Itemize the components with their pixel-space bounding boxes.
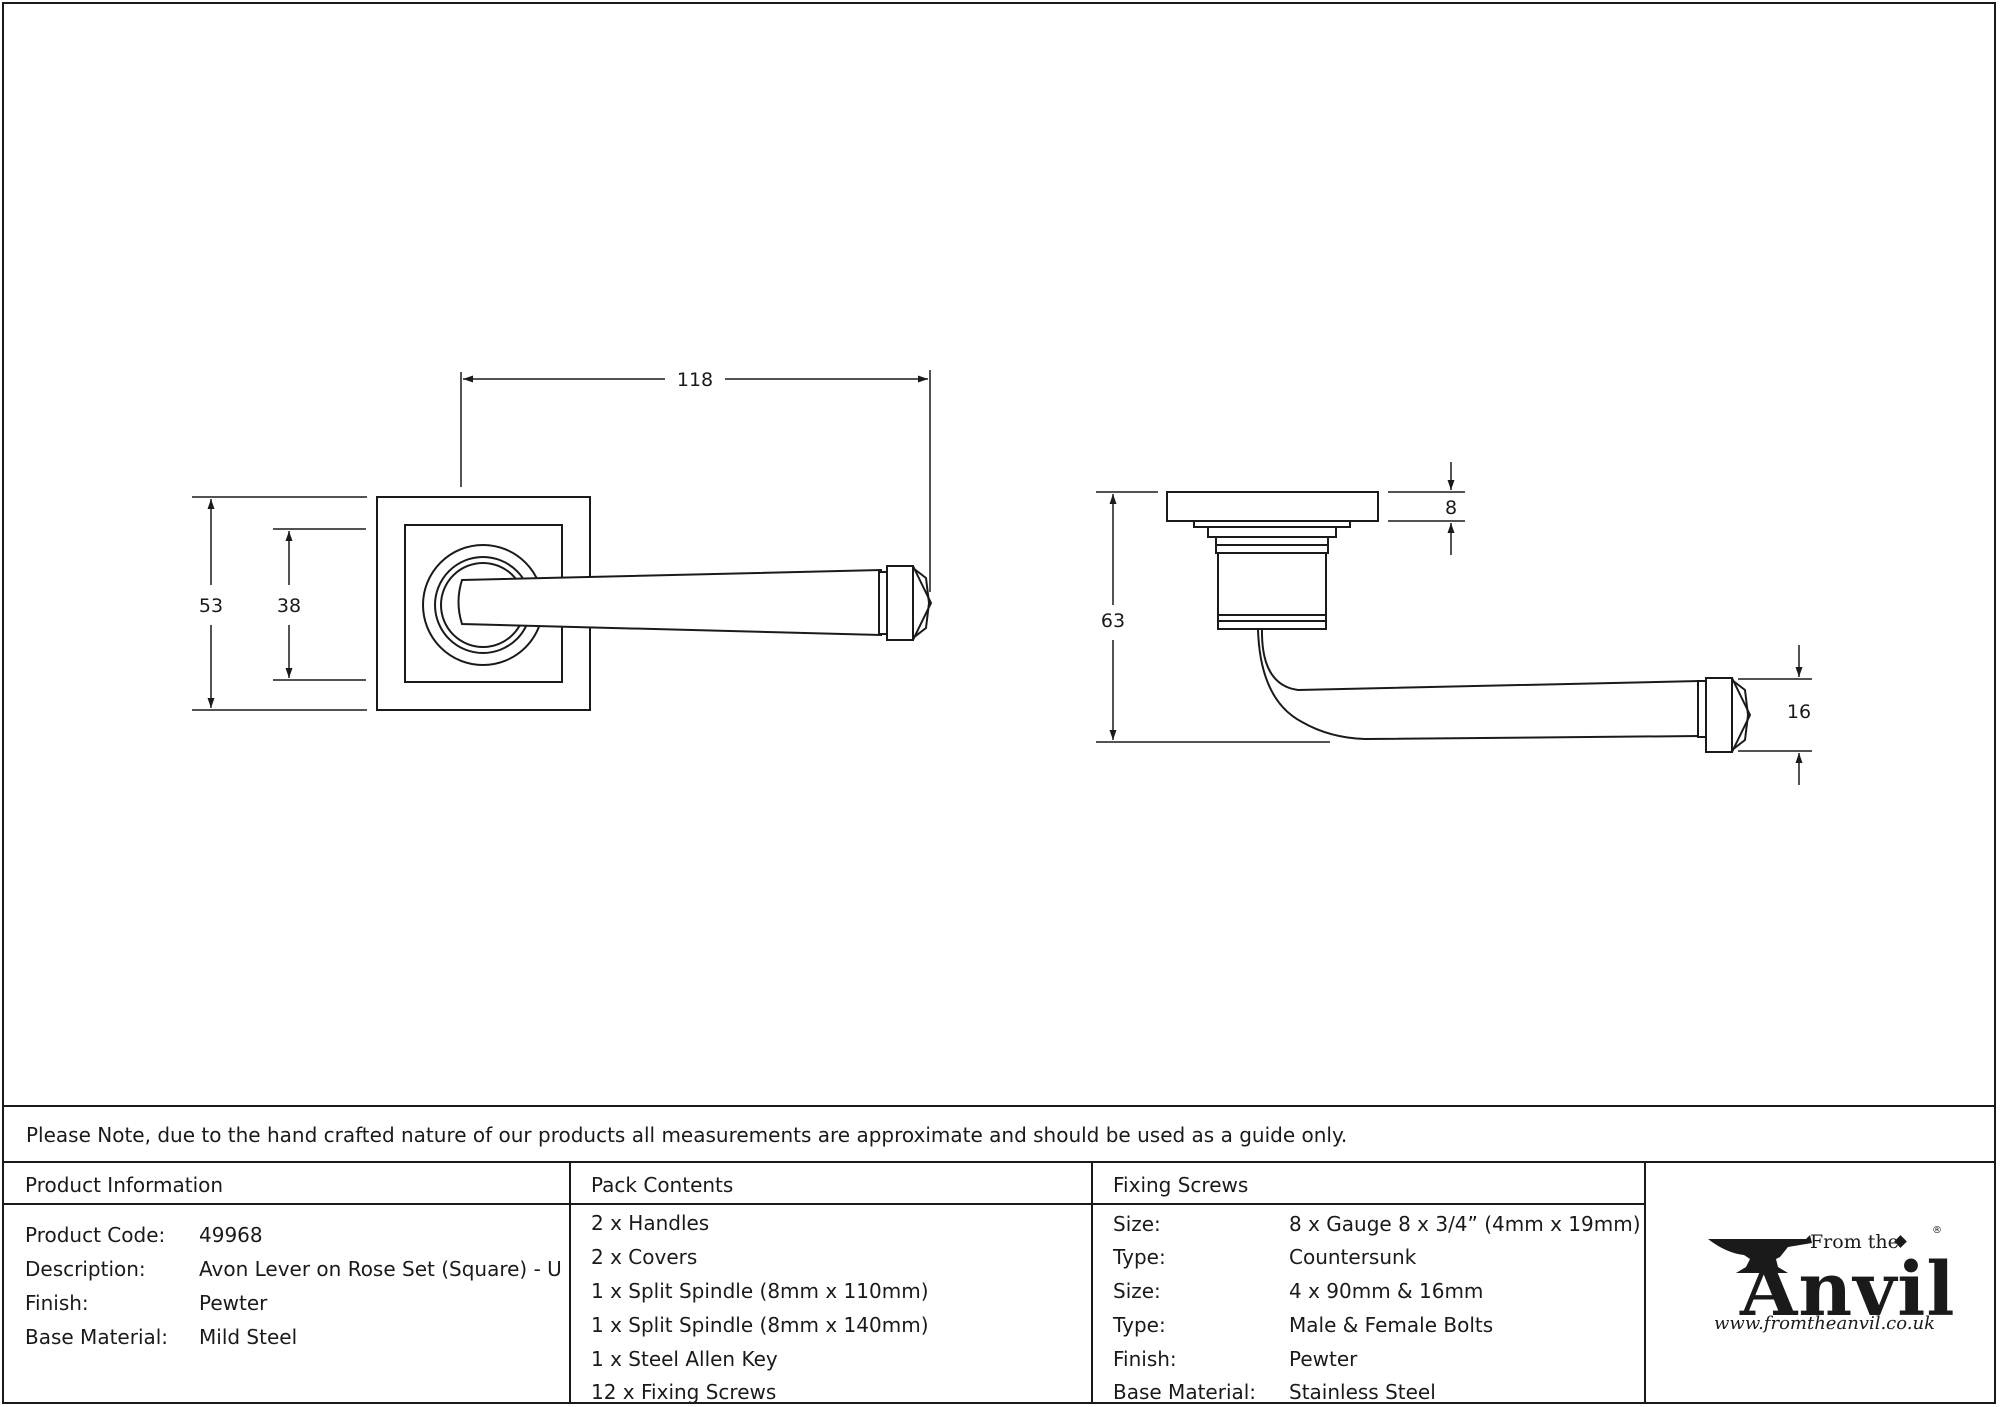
bolt-type-label: Type: <box>1113 1313 1166 1337</box>
rose-plate <box>1166 491 1379 522</box>
technical-drawing: 118 53 38 <box>192 369 1812 785</box>
column-divider <box>1644 1163 1646 1404</box>
lever-body <box>457 568 882 637</box>
bolt-size-label: Size: <box>1113 1279 1161 1303</box>
side-view <box>1166 491 1752 753</box>
side-view-dimensions <box>1096 462 1812 785</box>
anvil-icon <box>1708 1235 1812 1273</box>
finish-label: Finish: <box>25 1291 89 1315</box>
pack-item: 2 x Covers <box>591 1245 698 1269</box>
screw-finish-value: Pewter <box>1289 1347 1358 1371</box>
pack-contents-section: Pack Contents 2 x Handles 2 x Covers 1 x… <box>570 1163 1092 1404</box>
disclaimer-row: Please Note, due to the hand crafted nat… <box>4 1105 1996 1163</box>
screw-finish-label: Finish: <box>1113 1347 1177 1371</box>
pack-item: 1 x Split Spindle (8mm x 110mm) <box>591 1279 929 1303</box>
bolt-type-value: Male & Female Bolts <box>1289 1313 1494 1337</box>
screw-size-value: 8 x Gauge 8 x 3/4” (4mm x 19mm) <box>1289 1212 1641 1236</box>
dimension-16: 16 <box>1787 701 1811 723</box>
logo-wordmark: Anvil <box>1740 1247 1956 1333</box>
screw-type-value: Countersunk <box>1289 1245 1417 1269</box>
from-the-anvil-logo: From the ® Anvil www.fromtheanvil.co.uk <box>1644 1163 1996 1404</box>
description-label: Description: <box>25 1257 146 1281</box>
disclaimer-text: Please Note, due to the hand crafted nat… <box>26 1123 1348 1147</box>
pack-item: 2 x Handles <box>591 1211 710 1235</box>
fixing-screws-section: Fixing Screws Size: 8 x Gauge 8 x 3/4” (… <box>1092 1163 1645 1404</box>
screw-base-material-label: Base Material: <box>1113 1380 1257 1404</box>
logo-from-the: From the <box>1810 1231 1899 1253</box>
dimension-38: 38 <box>277 595 301 617</box>
dimension-8: 8 <box>1445 497 1457 519</box>
finish-value: Pewter <box>199 1291 268 1315</box>
front-view <box>376 496 933 711</box>
info-table: Product Information Product Code: 49968 … <box>4 1163 1996 1404</box>
screw-type-label: Type: <box>1113 1245 1166 1269</box>
lever-neck <box>1260 628 1701 692</box>
product-code-label: Product Code: <box>25 1223 166 1247</box>
product-information-header: Product Information <box>4 1163 570 1205</box>
column-divider <box>569 1163 571 1404</box>
column-divider <box>1091 1163 1093 1404</box>
lever-end-cap <box>886 565 914 641</box>
logo-url: www.fromtheanvil.co.uk <box>1714 1313 1936 1334</box>
screw-size-label: Size: <box>1113 1212 1161 1236</box>
registered-mark: ® <box>1932 1225 1942 1236</box>
base-material-value: Mild Steel <box>199 1325 298 1349</box>
bolt-size-value: 4 x 90mm & 16mm <box>1289 1279 1484 1303</box>
product-code-value: 49968 <box>199 1223 263 1247</box>
product-information-section: Product Information Product Code: 49968 … <box>4 1163 570 1404</box>
description-value: Avon Lever on Rose Set (Square) - U <box>199 1257 562 1281</box>
pack-item: 12 x Fixing Screws <box>591 1380 777 1404</box>
collar-body <box>1217 552 1327 616</box>
pack-contents-header: Pack Contents <box>570 1163 1092 1205</box>
dimension-53: 53 <box>199 595 223 617</box>
dimension-63: 63 <box>1101 610 1125 632</box>
front-view-dimensions <box>192 370 931 711</box>
pack-item: 1 x Split Spindle (8mm x 140mm) <box>591 1313 929 1337</box>
dimension-118: 118 <box>677 369 713 391</box>
screw-base-material-value: Stainless Steel <box>1289 1380 1436 1404</box>
side-lever-end-cap <box>1705 677 1733 753</box>
pack-item: 1 x Steel Allen Key <box>591 1347 778 1371</box>
base-material-label: Base Material: <box>25 1325 169 1349</box>
fixing-screws-header: Fixing Screws <box>1092 1163 1645 1205</box>
